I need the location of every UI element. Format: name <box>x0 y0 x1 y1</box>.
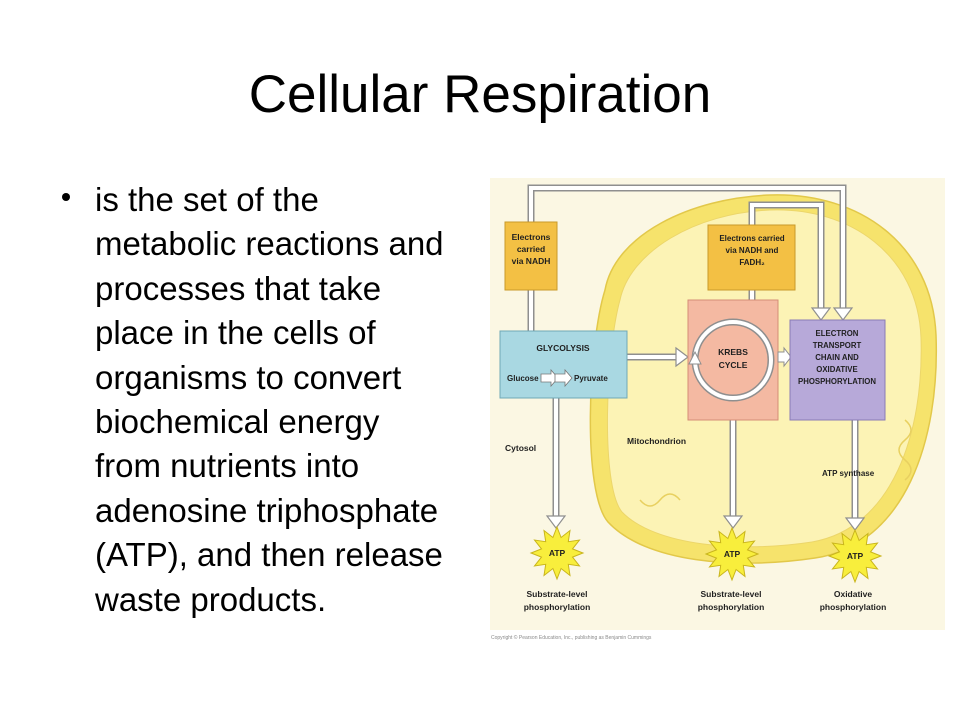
atp-burst-label: ATP <box>724 549 741 559</box>
electron-transport-label: PHOSPHORYLATION <box>798 377 876 386</box>
bullet-line: adenosine triphosphate <box>95 491 439 529</box>
atp-burst-icon <box>704 526 760 582</box>
electron-transport-label: TRANSPORT <box>813 341 862 350</box>
mitochondrion-cristae <box>639 419 912 507</box>
copyright-text: Copyright © Pearson Education, Inc., pub… <box>491 634 652 641</box>
bullet-line: place in the cells of <box>95 314 376 352</box>
atp-burst-icon <box>827 528 883 584</box>
krebs-cycle-label: KREBS <box>718 347 748 357</box>
bullet-line: (ATP), and then release <box>95 536 443 574</box>
electron-transport-box: ELECTRON TRANSPORT CHAIN AND OXIDATIVE P… <box>789 319 886 421</box>
electrons-nadh-label: Electrons <box>512 232 551 242</box>
electrons-fadh2-label: Electrons carried <box>719 234 784 243</box>
atp-burst: ATP <box>704 526 760 582</box>
bullet-line: metabolic reactions and <box>95 225 444 263</box>
cellular-respiration-diagram: Electrons carried via NADH Electrons car… <box>490 178 945 641</box>
output-label: phosphorylation <box>698 602 765 612</box>
electrons-nadh-label: carried <box>517 244 545 254</box>
electron-transport-label: OXIDATIVE <box>816 365 857 374</box>
bullet-paragraph: is the set of the metabolic reactions an… <box>95 178 475 622</box>
slide-title: Cellular Respiration <box>248 65 712 124</box>
glycolysis-title: GLYCOLYSIS <box>536 343 590 353</box>
krebs-cycle-label: CYCLE <box>719 360 748 370</box>
electron-transport-label: ELECTRON <box>816 329 859 338</box>
output-label: Substrate-level <box>701 589 762 599</box>
arrow-glycolysis-to-atp <box>545 398 567 529</box>
glucose-to-pyruvate-arrow-icon <box>540 368 559 388</box>
electrons-nadh-fadh2-box: Electrons carried via NADH and FADH₂ <box>707 224 796 291</box>
atp-burst: ATP <box>827 528 883 584</box>
output-label: Oxidative <box>834 589 873 599</box>
bullet-line: is the set of the <box>95 181 319 218</box>
glucose-to-pyruvate-arrow-icon <box>554 368 573 388</box>
electrons-fadh2-label: FADH₂ <box>739 258 765 267</box>
atp-burst-label: ATP <box>847 551 864 561</box>
bullet-line: from nutrients into <box>95 447 360 485</box>
arrow-krebs-to-atp <box>722 420 744 529</box>
atp-burst-label: ATP <box>549 548 566 558</box>
bullet-icon <box>62 193 70 201</box>
output-label: Substrate-level <box>527 589 588 599</box>
output-label: phosphorylation <box>524 602 591 612</box>
atp-burst-icon <box>529 525 585 581</box>
krebs-cycle-box: KREBS CYCLE <box>687 299 779 421</box>
electrons-fadh2-label: via NADH and <box>726 246 779 255</box>
bullet-line: processes that take <box>95 269 382 307</box>
cytosol-label: Cytosol <box>505 443 536 453</box>
bullet-line: biochemical energy <box>95 402 380 440</box>
krebs-cycle-ring-arrowhead <box>688 350 702 365</box>
atp-burst: ATP <box>529 525 585 581</box>
glucose-label: Glucose <box>507 374 539 383</box>
arrow-krebs-to-etc <box>777 346 792 368</box>
arrow-glycolysis-to-krebs <box>627 346 689 368</box>
bullet-line: organisms to convert <box>95 358 402 396</box>
bullet-line: waste products. <box>95 580 327 618</box>
mitochondrion-label: Mitochondrion <box>627 436 686 446</box>
atp-synthase-label: ATP synthase <box>822 469 875 478</box>
arrow-etc-to-atp <box>844 420 866 531</box>
electrons-nadh-box: Electrons carried via NADH <box>504 221 558 291</box>
electrons-nadh-label: via NADH <box>512 256 551 266</box>
glycolysis-box: GLYCOLYSIS Glucose Pyruvate <box>499 330 628 399</box>
output-label: phosphorylation <box>820 602 887 612</box>
electron-transport-label: CHAIN AND <box>815 353 859 362</box>
pyruvate-label: Pyruvate <box>574 374 608 383</box>
